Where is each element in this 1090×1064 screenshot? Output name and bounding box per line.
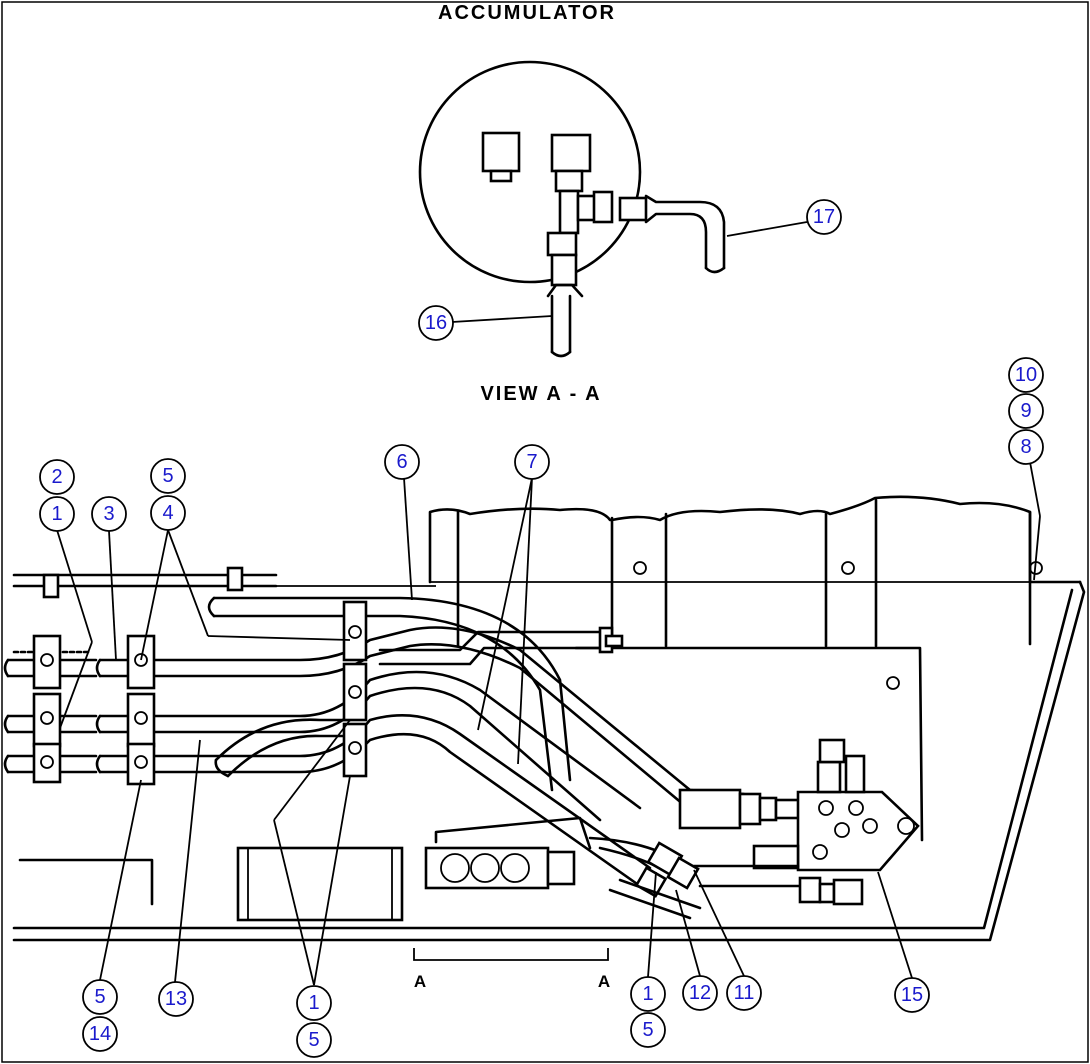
view-title: ACCUMULATOR bbox=[438, 2, 616, 24]
leader-lines bbox=[56, 461, 1041, 986]
callout-13: 13 bbox=[158, 981, 194, 1017]
callout-14: 14 bbox=[82, 1016, 118, 1052]
callout-1b: 1 bbox=[296, 985, 332, 1021]
callout-5a: 5 bbox=[150, 458, 186, 494]
svg-text:6: 6 bbox=[396, 451, 407, 473]
svg-text:17: 17 bbox=[813, 206, 835, 228]
svg-text:9: 9 bbox=[1020, 400, 1031, 422]
svg-text:10: 10 bbox=[1015, 364, 1037, 386]
svg-text:5: 5 bbox=[308, 1029, 319, 1051]
callout-11: 11 bbox=[726, 975, 762, 1011]
svg-text:12: 12 bbox=[689, 982, 711, 1004]
callout-17: 17 bbox=[806, 199, 842, 235]
callout-10: 10 bbox=[1008, 357, 1044, 393]
svg-text:5: 5 bbox=[642, 1019, 653, 1041]
svg-text:5: 5 bbox=[162, 465, 173, 487]
callout-7: 7 bbox=[514, 444, 550, 480]
svg-text:5: 5 bbox=[94, 986, 105, 1008]
callout-5b: 5 bbox=[82, 979, 118, 1015]
callout-4: 4 bbox=[150, 495, 186, 531]
view-caption: VIEW A - A bbox=[480, 383, 601, 405]
section-label-left: A bbox=[414, 972, 426, 991]
callout-12: 12 bbox=[682, 975, 718, 1011]
svg-text:8: 8 bbox=[1020, 436, 1031, 458]
svg-text:1: 1 bbox=[642, 983, 653, 1005]
callout-1a: 1 bbox=[39, 496, 75, 532]
section-label-right: A bbox=[598, 972, 610, 991]
callout-15: 15 bbox=[894, 977, 930, 1013]
svg-text:16: 16 bbox=[425, 312, 447, 334]
svg-text:14: 14 bbox=[89, 1023, 111, 1045]
callout-3: 3 bbox=[91, 496, 127, 532]
callout-8: 8 bbox=[1008, 429, 1044, 465]
callout-6: 6 bbox=[384, 444, 420, 480]
svg-text:7: 7 bbox=[526, 451, 537, 473]
svg-text:1: 1 bbox=[308, 992, 319, 1014]
svg-text:3: 3 bbox=[103, 503, 114, 525]
svg-text:15: 15 bbox=[901, 984, 923, 1006]
callout-2: 2 bbox=[39, 459, 75, 495]
callout-1c: 1 bbox=[630, 976, 666, 1012]
main-assembly bbox=[3, 495, 1086, 961]
callout-5d: 5 bbox=[630, 1012, 666, 1048]
svg-text:2: 2 bbox=[51, 466, 62, 488]
callout-5c: 5 bbox=[296, 1022, 332, 1058]
accumulator-view bbox=[418, 60, 808, 358]
callout-9: 9 bbox=[1008, 393, 1044, 429]
svg-text:13: 13 bbox=[165, 988, 187, 1010]
callout-16: 16 bbox=[418, 305, 454, 341]
svg-text:1: 1 bbox=[51, 503, 62, 525]
svg-text:11: 11 bbox=[734, 982, 755, 1004]
svg-text:4: 4 bbox=[162, 502, 173, 524]
